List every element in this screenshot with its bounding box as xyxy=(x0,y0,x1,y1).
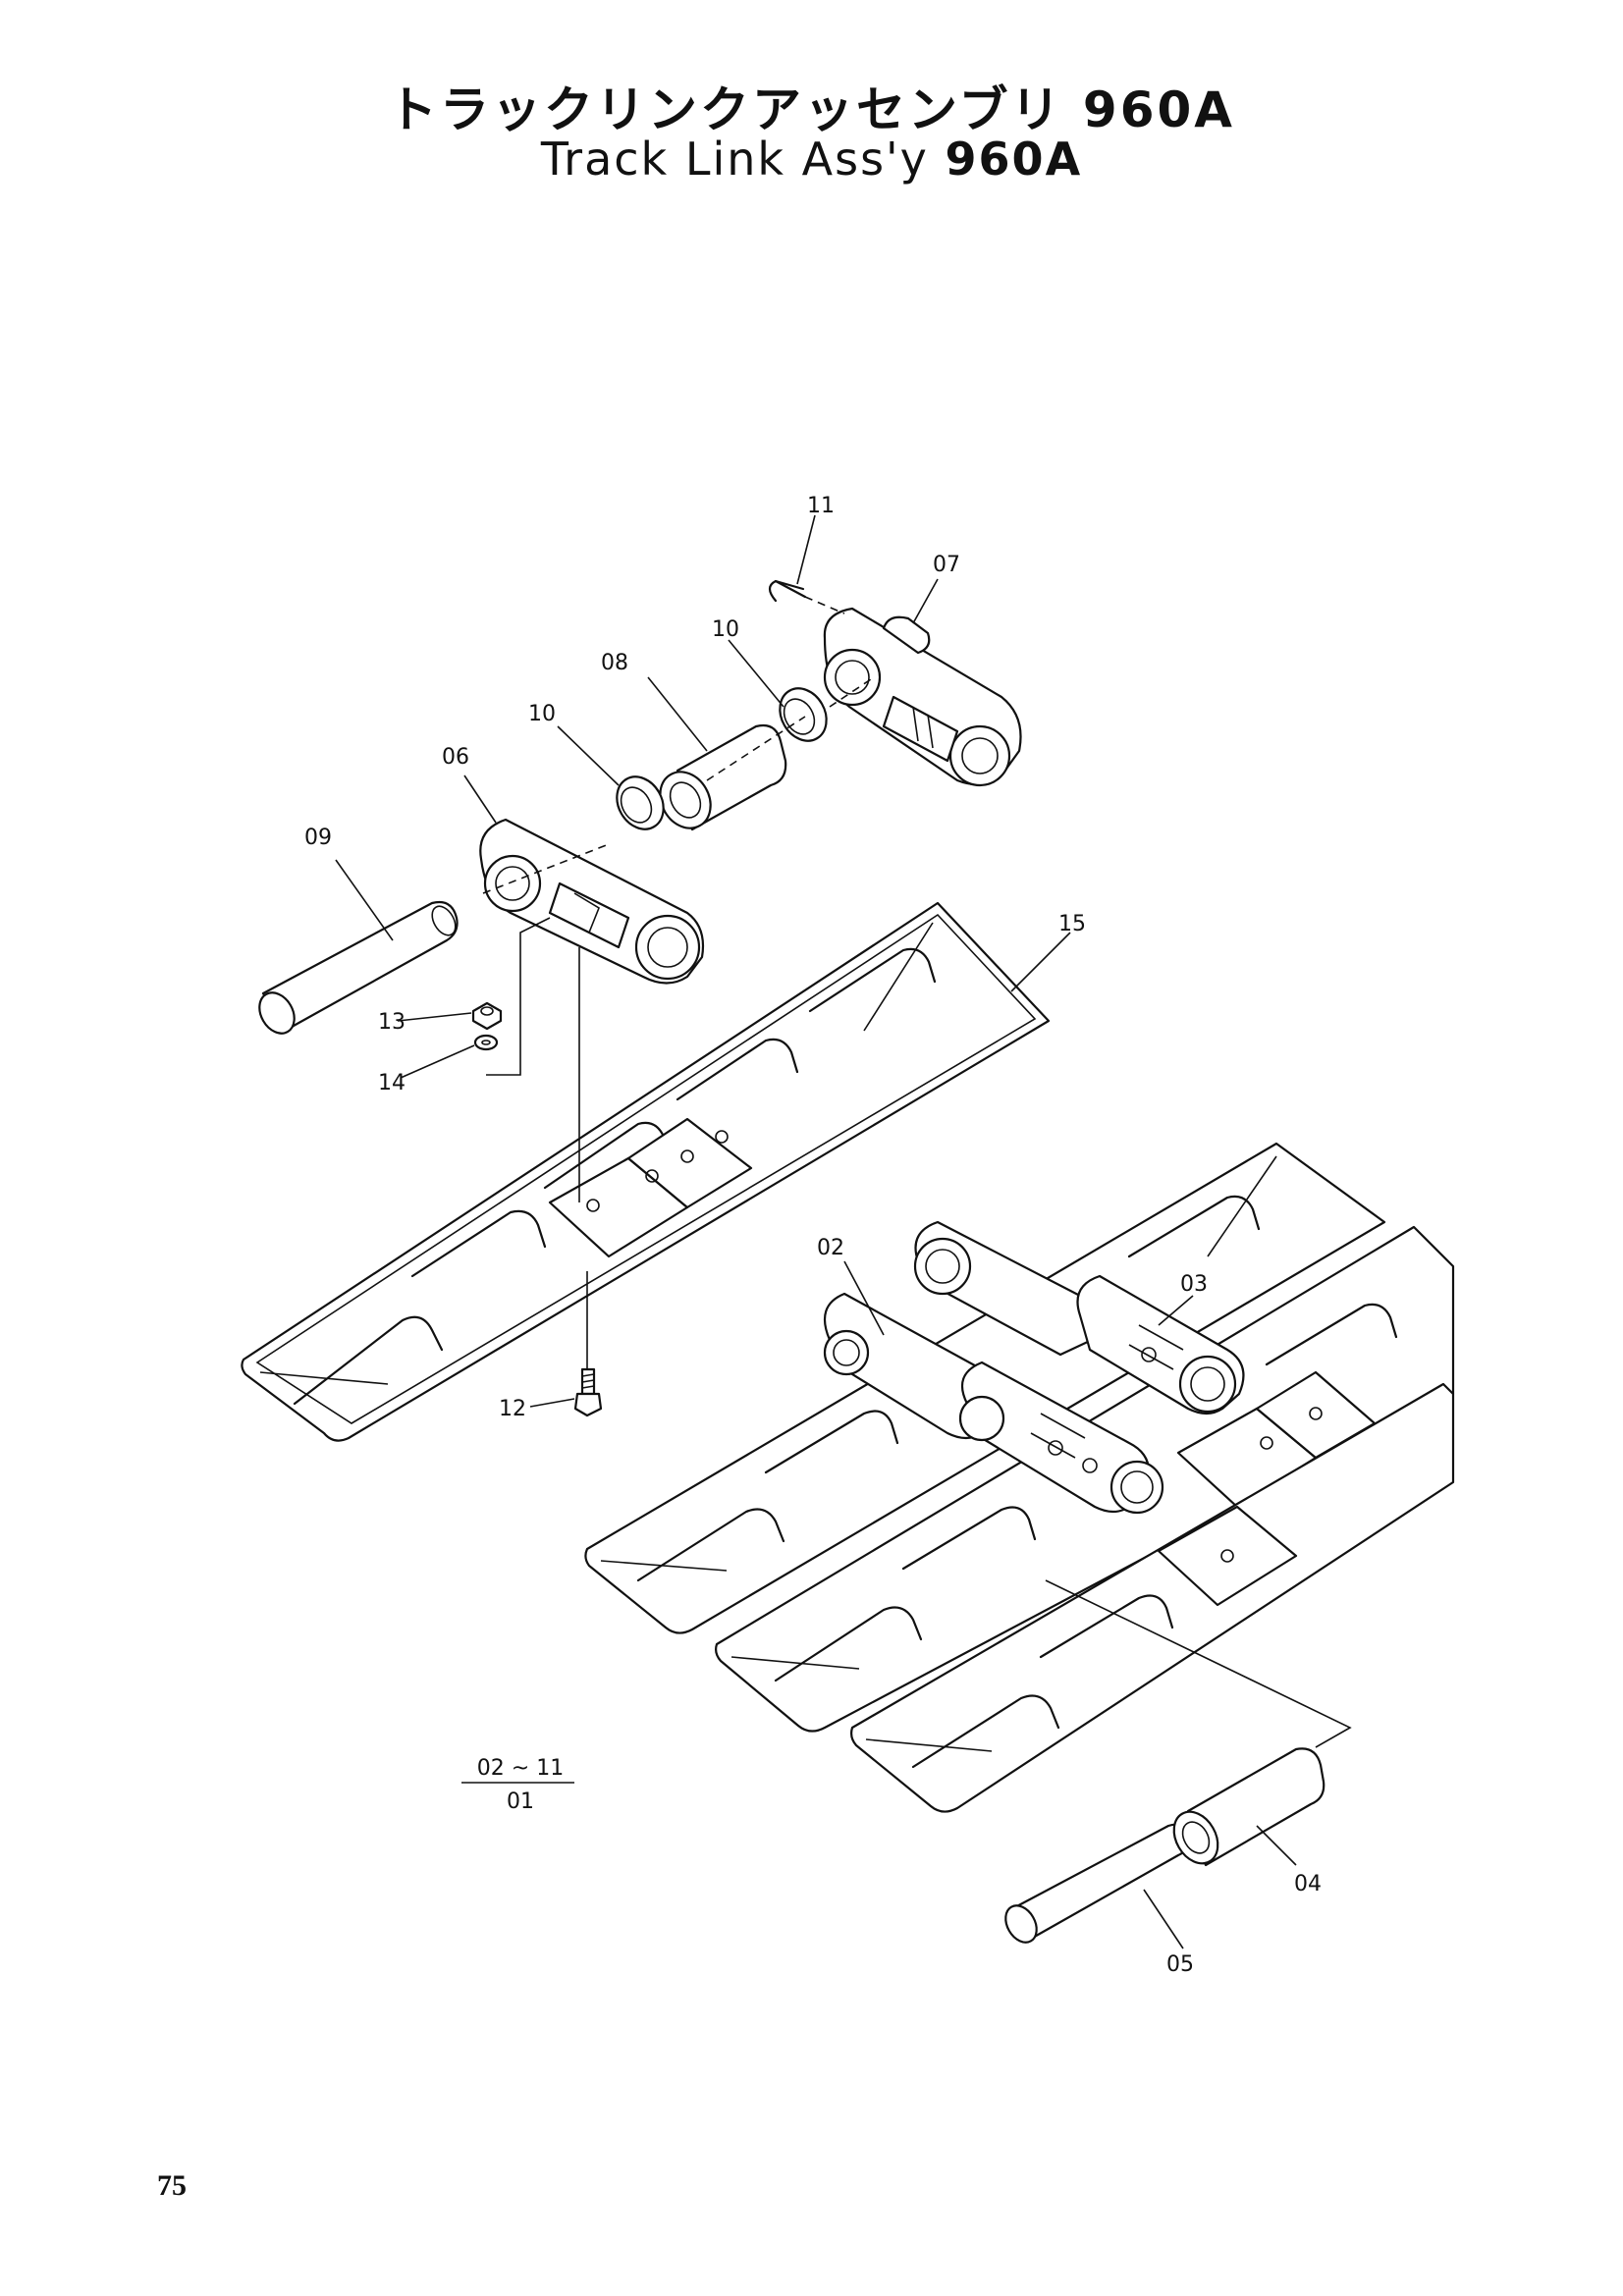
assembly-note-numerator: 02 ~ 11 xyxy=(477,1756,564,1781)
leader-02 xyxy=(843,1260,885,1336)
page-title-english: Track Link Ass'y 960A xyxy=(0,133,1623,186)
page-number: 75 xyxy=(157,2169,187,2202)
callout-09: 09 xyxy=(304,826,332,850)
leader-04 xyxy=(1256,1825,1297,1866)
callout-08: 08 xyxy=(601,651,628,675)
split-pin-11 xyxy=(768,579,807,603)
track-shoe-15 xyxy=(241,901,1051,1442)
leader-13 xyxy=(397,1012,472,1022)
track-link-02 xyxy=(823,1292,1164,1515)
callout-12: 12 xyxy=(499,1397,526,1421)
callout-14: 14 xyxy=(378,1071,406,1095)
master-link-06 xyxy=(479,818,705,985)
callout-06: 06 xyxy=(442,745,469,770)
bushing-08 xyxy=(659,723,787,831)
assembly-note: 02 ~ 11 01 xyxy=(461,1756,574,1814)
callout-02: 02 xyxy=(817,1236,844,1260)
leader-03 xyxy=(1158,1295,1194,1326)
leader-09 xyxy=(335,859,394,941)
callout-11: 11 xyxy=(807,494,835,518)
bushing-04 xyxy=(1172,1747,1325,1867)
leader-10a xyxy=(557,725,620,786)
nut-13 xyxy=(471,1001,503,1031)
callout-10-left: 10 xyxy=(528,702,556,726)
track-link-03 xyxy=(913,1220,1245,1415)
nut-bracket-line xyxy=(486,917,551,1076)
leader-11 xyxy=(796,514,816,585)
pin-05 xyxy=(1004,1823,1190,1944)
leader-10b xyxy=(728,639,784,708)
seal-10-left xyxy=(616,775,665,830)
master-link-07 xyxy=(823,607,1022,787)
track-shoe-lower-3 xyxy=(850,1382,1455,1813)
pin-09 xyxy=(258,900,459,1035)
leader-14 xyxy=(400,1044,475,1079)
callout-10-right: 10 xyxy=(712,617,739,642)
callout-04: 04 xyxy=(1294,1872,1322,1896)
bushing-alignment-line xyxy=(706,676,875,781)
callout-07: 07 xyxy=(933,553,960,577)
leader-15 xyxy=(1010,932,1071,992)
page-title-model: 960A xyxy=(945,133,1083,186)
assembly-note-denominator: 01 xyxy=(507,1789,534,1814)
washer-14 xyxy=(473,1034,499,1051)
leader-07 xyxy=(912,578,939,624)
pin-alignment-line xyxy=(482,843,610,894)
bolt-12 xyxy=(573,1367,603,1417)
callout-13: 13 xyxy=(378,1010,406,1035)
page-title-japanese: トラックリンクアッセンブリ 960A xyxy=(388,81,1235,138)
callout-05: 05 xyxy=(1166,1952,1194,1977)
callout-03: 03 xyxy=(1180,1272,1208,1297)
leader-05 xyxy=(1143,1889,1184,1949)
pin-bracket-line xyxy=(1045,1579,1352,1748)
split-pin-alignment-line xyxy=(804,596,845,614)
seal-10-right xyxy=(779,687,828,742)
leader-06 xyxy=(463,774,497,824)
leader-08 xyxy=(647,676,708,752)
leader-12 xyxy=(529,1398,575,1408)
callout-15: 15 xyxy=(1058,912,1086,936)
page-title-english-text: Track Link Ass'y xyxy=(540,133,929,186)
